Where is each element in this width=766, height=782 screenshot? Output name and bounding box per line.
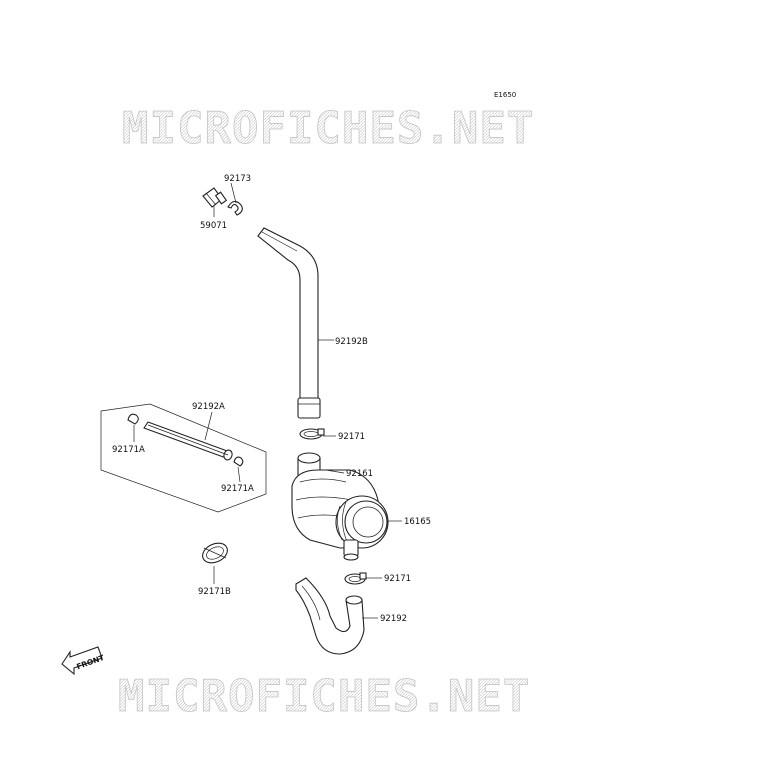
callout-92192a: 92192A bbox=[192, 402, 225, 412]
front-arrow-icon: FRONT bbox=[61, 646, 106, 676]
watermark-top: MICROFICHES.NET bbox=[122, 103, 534, 154]
reference-code: E1650 bbox=[494, 91, 516, 99]
callout-92171a-left: 92171A bbox=[112, 445, 145, 455]
callout-92171a-right: 92171A bbox=[221, 484, 254, 494]
callout-92171b: 92171B bbox=[198, 587, 231, 597]
clamp-92171b bbox=[202, 542, 228, 564]
callout-92192: 92192 bbox=[380, 614, 407, 624]
callout-92173: 92173 bbox=[224, 174, 251, 184]
kit-box-92192a bbox=[100, 403, 267, 513]
callout-92161: 92161 bbox=[346, 469, 373, 479]
clamp-92173 bbox=[227, 200, 243, 216]
clamp-92171-lower bbox=[344, 572, 367, 585]
clamp-92171-upper bbox=[299, 428, 325, 440]
hose-92192 bbox=[295, 577, 365, 655]
callout-92171-upper: 92171 bbox=[338, 432, 365, 442]
pump-assembly bbox=[291, 452, 389, 561]
watermark-bottom: MICROFICHES.NET bbox=[118, 671, 530, 722]
fitting-59071 bbox=[202, 187, 228, 208]
hose-92192b bbox=[257, 227, 321, 419]
callout-92171-lower: 92171 bbox=[384, 574, 411, 584]
callout-16165: 16165 bbox=[404, 517, 431, 527]
callout-59071: 59071 bbox=[200, 221, 227, 231]
callout-92192b: 92192B bbox=[335, 337, 368, 347]
